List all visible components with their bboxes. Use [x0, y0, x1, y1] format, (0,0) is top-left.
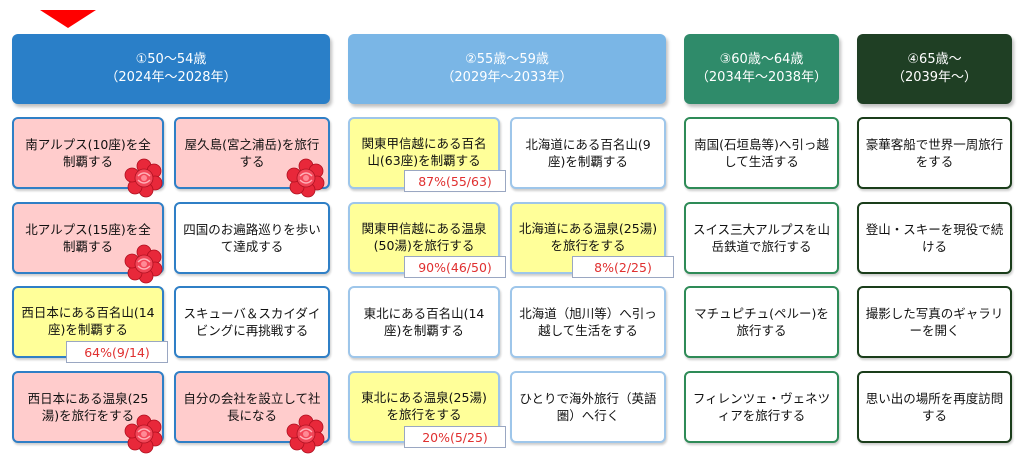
goal-card-move-hokkaido: 北海道（旭川等）へ引っ越して生活をする	[510, 286, 666, 358]
header-age-50-54: ①50～54歳 （2024年～2028年）	[12, 34, 330, 104]
goal-text: 北アルプス(15座)を全制覇する	[25, 222, 151, 254]
goal-text: 北海道（旭川等）へ引っ越して生活をする	[519, 306, 657, 338]
goal-text: ひとりで海外旅行（英語圏）へ行く	[519, 391, 657, 423]
progress-badge: 90%(46/50)	[404, 256, 506, 278]
goal-card-swiss-alps: スイス三大アルプスを山岳鉄道で旅行する	[684, 202, 839, 274]
goal-card-revisit-places: 思い出の場所を再度訪問する	[857, 371, 1012, 443]
goal-card-scuba-skydiving: スキューバ＆スカイダイビングに再挑戦する	[174, 286, 330, 358]
goal-text: 豪華客船で世界一周旅行をする	[865, 137, 1004, 169]
goal-text: 関東甲信越にある百名山(63座)を制覇する	[361, 136, 487, 168]
header-age: ①50～54歳	[135, 52, 207, 67]
goal-text: 思い出の場所を再度訪問する	[865, 391, 1004, 423]
progress-badge: 64%(9/14)	[66, 341, 168, 363]
goal-text: スイス三大アルプスを山岳鉄道で旅行する	[692, 222, 830, 254]
goal-text: 東北にある温泉(25湯)を旅行をする	[361, 390, 487, 422]
goal-text: マチュピチュ(ペルー)を旅行する	[694, 306, 829, 338]
header-years: （2029年～2033年）	[441, 70, 573, 85]
completed-rosette-icon	[286, 158, 326, 198]
goal-text: 登山・スキーを現役で続ける	[865, 222, 1004, 254]
header-age: ②55歳～59歳	[465, 52, 549, 67]
goal-card-yakushima: 屋久島(宮之浦岳)を旅行する	[174, 117, 330, 189]
goal-text: 南アルプス(10座)を全制覇する	[25, 137, 151, 169]
goal-text: 屋久島(宮之浦岳)を旅行する	[184, 137, 320, 169]
goal-card-world-cruise: 豪華客船で世界一周旅行をする	[857, 117, 1012, 189]
completed-rosette-icon	[124, 244, 164, 284]
goal-text: 北海道にある百名山(9座)を制覇する	[525, 137, 651, 169]
goal-card-florence-venice: フィレンツェ・ヴェネツィアを旅行する	[684, 371, 839, 443]
goal-card-photo-gallery: 撮影した写真のギャラリーを開く	[857, 286, 1012, 358]
header-age: ④65歳～	[907, 52, 962, 67]
goal-text: 撮影した写真のギャラリーを開く	[865, 306, 1004, 338]
header-years: （2024年～2028年）	[105, 70, 237, 85]
completed-rosette-icon	[286, 414, 326, 454]
progress-badge: 87%(55/63)	[404, 170, 506, 192]
goal-text: 北海道にある温泉(25湯)を旅行をする	[518, 221, 658, 253]
goal-text: 自分の会社を設立して社長になる	[183, 391, 321, 423]
header-age-60-64: ③60歳～64歳 （2034年～2038年）	[684, 34, 839, 104]
goal-card-move-south: 南国(石垣島等)へ引っ越して生活する	[684, 117, 839, 189]
goal-text: 四国のお遍路巡りを歩いて達成する	[183, 222, 321, 254]
current-position-marker	[40, 10, 96, 28]
goal-text: フィレンツェ・ヴェネツィアを旅行する	[692, 391, 831, 423]
goal-card-tohoku-mountains: 東北にある百名山(14座)を制覇する	[348, 286, 500, 358]
goal-text: 関東甲信越にある温泉(50湯)を旅行する	[361, 221, 487, 253]
goal-card-shikoku-henro: 四国のお遍路巡りを歩いて達成する	[174, 202, 330, 274]
goal-text: 西日本にある温泉(25湯)を旅行をする	[27, 391, 149, 423]
header-age-55-59: ②55歳～59歳 （2029年～2033年）	[348, 34, 666, 104]
progress-badge: 8%(2/25)	[572, 256, 674, 278]
header-age-65-plus: ④65歳～ （2039年～）	[857, 34, 1012, 104]
goal-card-keep-climbing-skiing: 登山・スキーを現役で続ける	[857, 202, 1012, 274]
goal-card-solo-overseas: ひとりで海外旅行（英語圏）へ行く	[510, 371, 666, 443]
progress-badge: 20%(5/25)	[404, 426, 506, 448]
goal-text: スキューバ＆スカイダイビングに再挑戦する	[183, 306, 321, 338]
completed-rosette-icon	[124, 158, 164, 198]
goal-text: 東北にある百名山(14座)を制覇する	[363, 306, 485, 338]
completed-rosette-icon	[124, 414, 164, 454]
goal-card-machu-picchu: マチュピチュ(ペルー)を旅行する	[684, 286, 839, 358]
header-years: （2034年～2038年）	[695, 70, 828, 85]
goal-card-hokkaido-mountains: 北海道にある百名山(9座)を制覇する	[510, 117, 666, 189]
goal-card-minami-alps: 南アルプス(10座)を全制覇する	[12, 117, 164, 189]
header-age: ③60歳～64歳	[719, 52, 804, 67]
header-years: （2039年～）	[891, 70, 978, 85]
goal-text: 西日本にある百名山(14座)を制覇する	[21, 305, 155, 337]
goal-text: 南国(石垣島等)へ引っ越して生活する	[694, 137, 829, 169]
